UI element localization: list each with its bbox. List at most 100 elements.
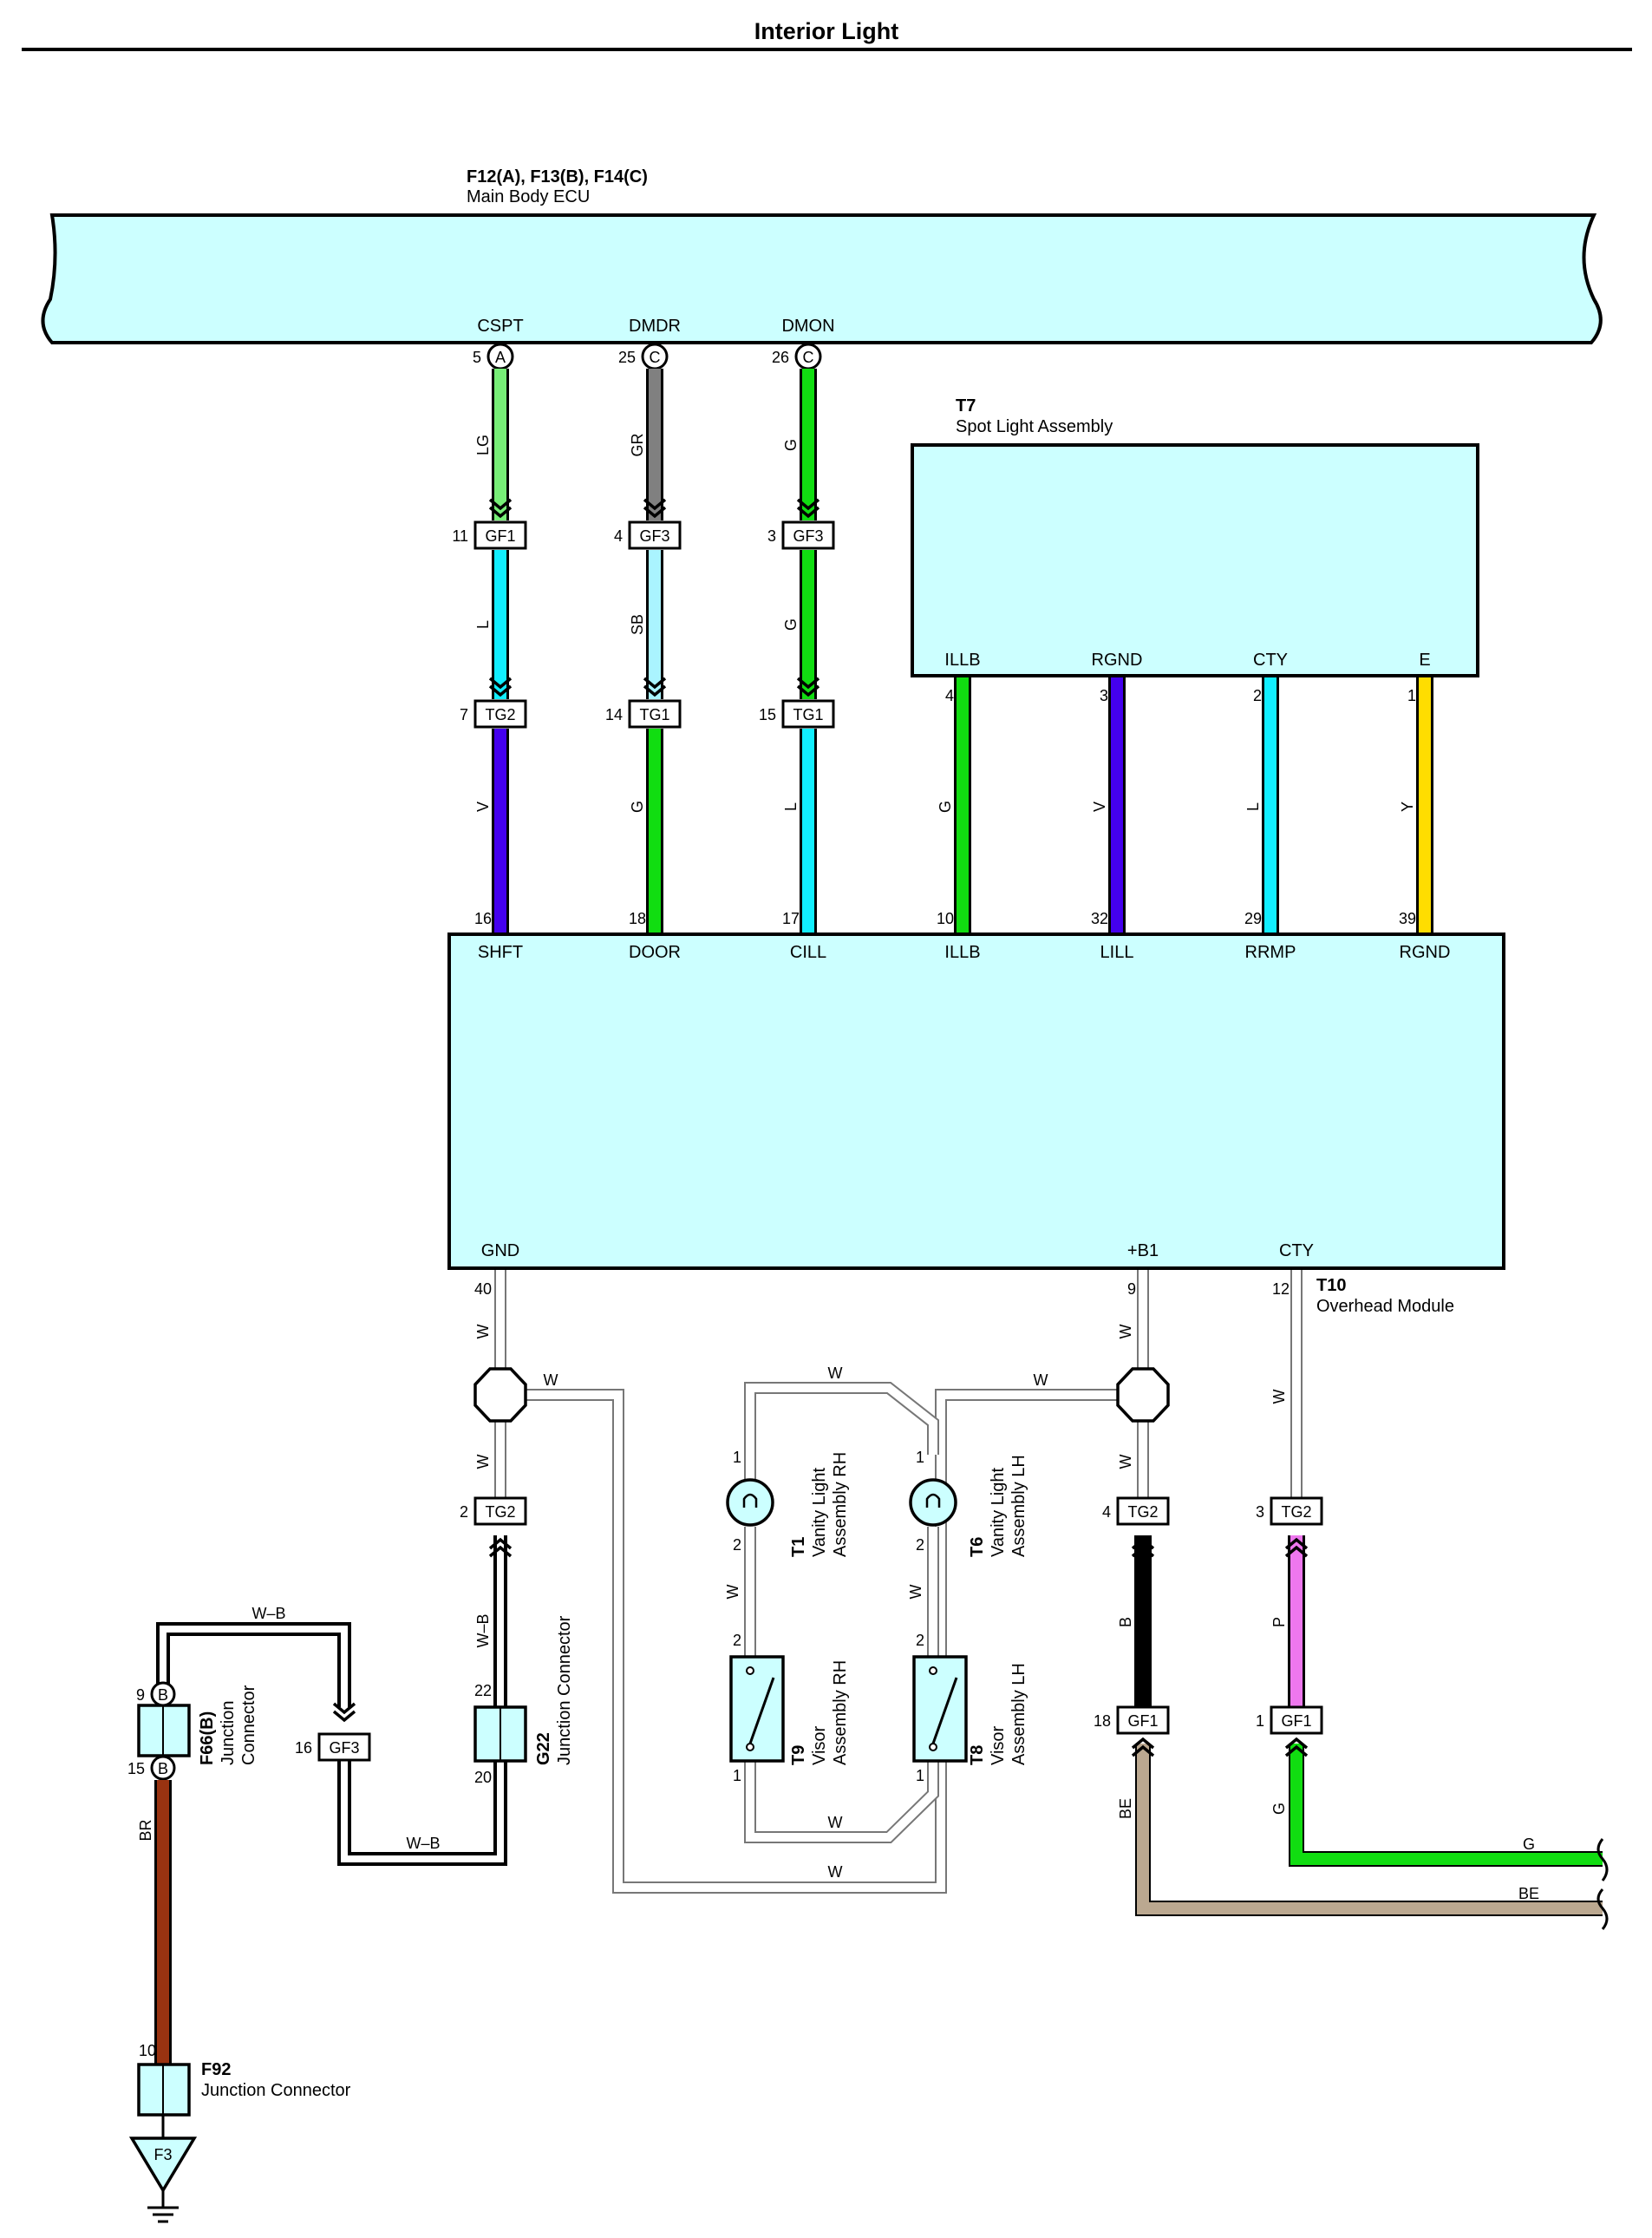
svg-text:TG1: TG1 — [639, 706, 669, 723]
svg-text:SB: SB — [629, 614, 646, 635]
connector-tg1-b: TG1 15 — [759, 699, 835, 729]
svg-text:16: 16 — [474, 910, 492, 927]
svg-text:+B1: +B1 — [1127, 1241, 1159, 1260]
wire-g-3: G — [629, 729, 663, 932]
visor-switch-lh-label: T8 Visor Assembly LH — [968, 1663, 1028, 1765]
svg-text:10: 10 — [937, 910, 954, 927]
f66-junction-connector: B 9 B 15 F66(B) Junction Connector — [127, 1681, 258, 1781]
svg-text:G: G — [1523, 1836, 1535, 1853]
connector-gf1-c: GF1 1 — [1256, 1705, 1323, 1735]
svg-text:9: 9 — [1127, 1280, 1136, 1298]
ecu-terminal-cspt: CSPT 5 A — [473, 317, 524, 370]
svg-text:Assembly RH: Assembly RH — [831, 1452, 850, 1557]
wire-sb: SB — [629, 550, 663, 699]
g22-junction-connector: 22 20 G22 Junction Connector — [473, 1615, 574, 1786]
svg-text:T8: T8 — [968, 1745, 987, 1765]
svg-text:P: P — [1270, 1617, 1288, 1627]
svg-text:LILL: LILL — [1100, 943, 1134, 962]
svg-text:W: W — [1117, 1325, 1134, 1339]
svg-text:32: 32 — [1091, 910, 1108, 927]
overhead-module-box — [447, 932, 1505, 1270]
svg-text:9: 9 — [136, 1686, 145, 1704]
white-wire-labels: W W W W–B W–B W–B W W W W W W W W W — [251, 1325, 1288, 1881]
svg-text:G: G — [782, 618, 800, 631]
svg-text:G22: G22 — [534, 1732, 553, 1765]
svg-text:14: 14 — [605, 706, 623, 723]
svg-text:GF1: GF1 — [485, 527, 515, 545]
ecu-ref: F12(A), F13(B), F14(C) — [467, 167, 648, 186]
wire-v-2: V — [1091, 677, 1126, 932]
svg-text:BE: BE — [1117, 1798, 1134, 1819]
svg-text:Y: Y — [1399, 802, 1416, 812]
svg-text:2: 2 — [733, 1536, 741, 1554]
ground-icon: F3 — [128, 2115, 198, 2223]
svg-text:26: 26 — [772, 349, 789, 366]
svg-text:B: B — [158, 1686, 168, 1704]
svg-text:10: 10 — [139, 2042, 156, 2059]
svg-text:TG2: TG2 — [1281, 1503, 1311, 1521]
overhead-bottom-terminals: GND +B1 CTY 40 9 12 — [474, 1241, 1314, 1298]
svg-text:2: 2 — [1253, 687, 1262, 704]
wire-break-mark — [1596, 1838, 1609, 1930]
svg-text:15: 15 — [759, 706, 776, 723]
svg-text:1: 1 — [733, 1767, 741, 1784]
svg-text:CSPT: CSPT — [477, 317, 523, 336]
svg-text:SHFT: SHFT — [478, 943, 523, 962]
svg-text:TG2: TG2 — [485, 706, 515, 723]
svg-text:W: W — [474, 1325, 492, 1339]
wire-g-4: G — [937, 677, 971, 932]
spot-terminals: ILLB RGND CTY E 4 3 2 1 — [944, 651, 1430, 704]
svg-text:F66(B): F66(B) — [198, 1711, 217, 1765]
connector-gf1-a: GF1 11 — [452, 520, 527, 550]
connector-gf3-a: GF3 4 — [614, 520, 682, 550]
svg-text:TG2: TG2 — [485, 1503, 515, 1521]
svg-text:20: 20 — [474, 1769, 492, 1786]
svg-text:G: G — [1270, 1803, 1288, 1815]
svg-text:E: E — [1419, 651, 1430, 670]
svg-text:W–B: W–B — [474, 1613, 492, 1647]
svg-text:Junction: Junction — [219, 1701, 238, 1766]
svg-text:1: 1 — [1256, 1712, 1264, 1730]
svg-text:C: C — [803, 349, 814, 366]
svg-text:2: 2 — [460, 1503, 468, 1521]
wire-lg: LG — [474, 369, 509, 520]
svg-text:Connector: Connector — [239, 1685, 258, 1765]
svg-text:29: 29 — [1244, 910, 1262, 927]
spot-name: Spot Light Assembly — [956, 417, 1113, 436]
wire-l-1: L — [474, 550, 509, 699]
svg-text:W: W — [907, 1585, 924, 1600]
svg-text:22: 22 — [474, 1682, 492, 1699]
overhead-ref: T10 — [1316, 1276, 1346, 1295]
svg-text:4: 4 — [614, 527, 623, 545]
svg-text:RGND: RGND — [1092, 651, 1143, 670]
ecu-name: Main Body ECU — [467, 187, 590, 206]
splice-gnd — [473, 1367, 527, 1423]
svg-text:3: 3 — [1256, 1503, 1264, 1521]
vanity-light-rh-label: T1 Vanity Light Assembly RH — [789, 1452, 850, 1557]
connector-tg2-d: TG2 3 — [1256, 1496, 1323, 1526]
connector-gf3-b: GF3 3 — [767, 520, 835, 550]
svg-text:Vanity Light: Vanity Light — [810, 1468, 829, 1557]
svg-text:L: L — [1244, 802, 1262, 811]
svg-text:ILLB: ILLB — [944, 943, 980, 962]
svg-text:F3: F3 — [153, 2146, 172, 2163]
svg-text:B: B — [158, 1760, 168, 1777]
svg-text:DOOR: DOOR — [629, 943, 681, 962]
visor-switch-rh-label: T9 Visor Assembly RH — [789, 1660, 850, 1765]
svg-text:GF3: GF3 — [793, 527, 823, 545]
svg-text:Assembly LH: Assembly LH — [1009, 1455, 1028, 1557]
svg-text:25: 25 — [618, 349, 636, 366]
wire-be: BE BE — [1117, 1744, 1603, 1916]
svg-text:4: 4 — [945, 687, 954, 704]
svg-text:W: W — [724, 1585, 741, 1600]
svg-text:L: L — [782, 802, 800, 811]
svg-text:GR: GR — [629, 433, 646, 456]
svg-text:GND: GND — [481, 1241, 519, 1260]
svg-text:G: G — [937, 801, 954, 813]
svg-text:RGND: RGND — [1400, 943, 1451, 962]
wire-b: B — [1117, 1535, 1152, 1707]
svg-text:GF3: GF3 — [329, 1739, 359, 1757]
svg-text:G: G — [782, 439, 800, 451]
svg-text:W–B: W–B — [406, 1835, 440, 1852]
